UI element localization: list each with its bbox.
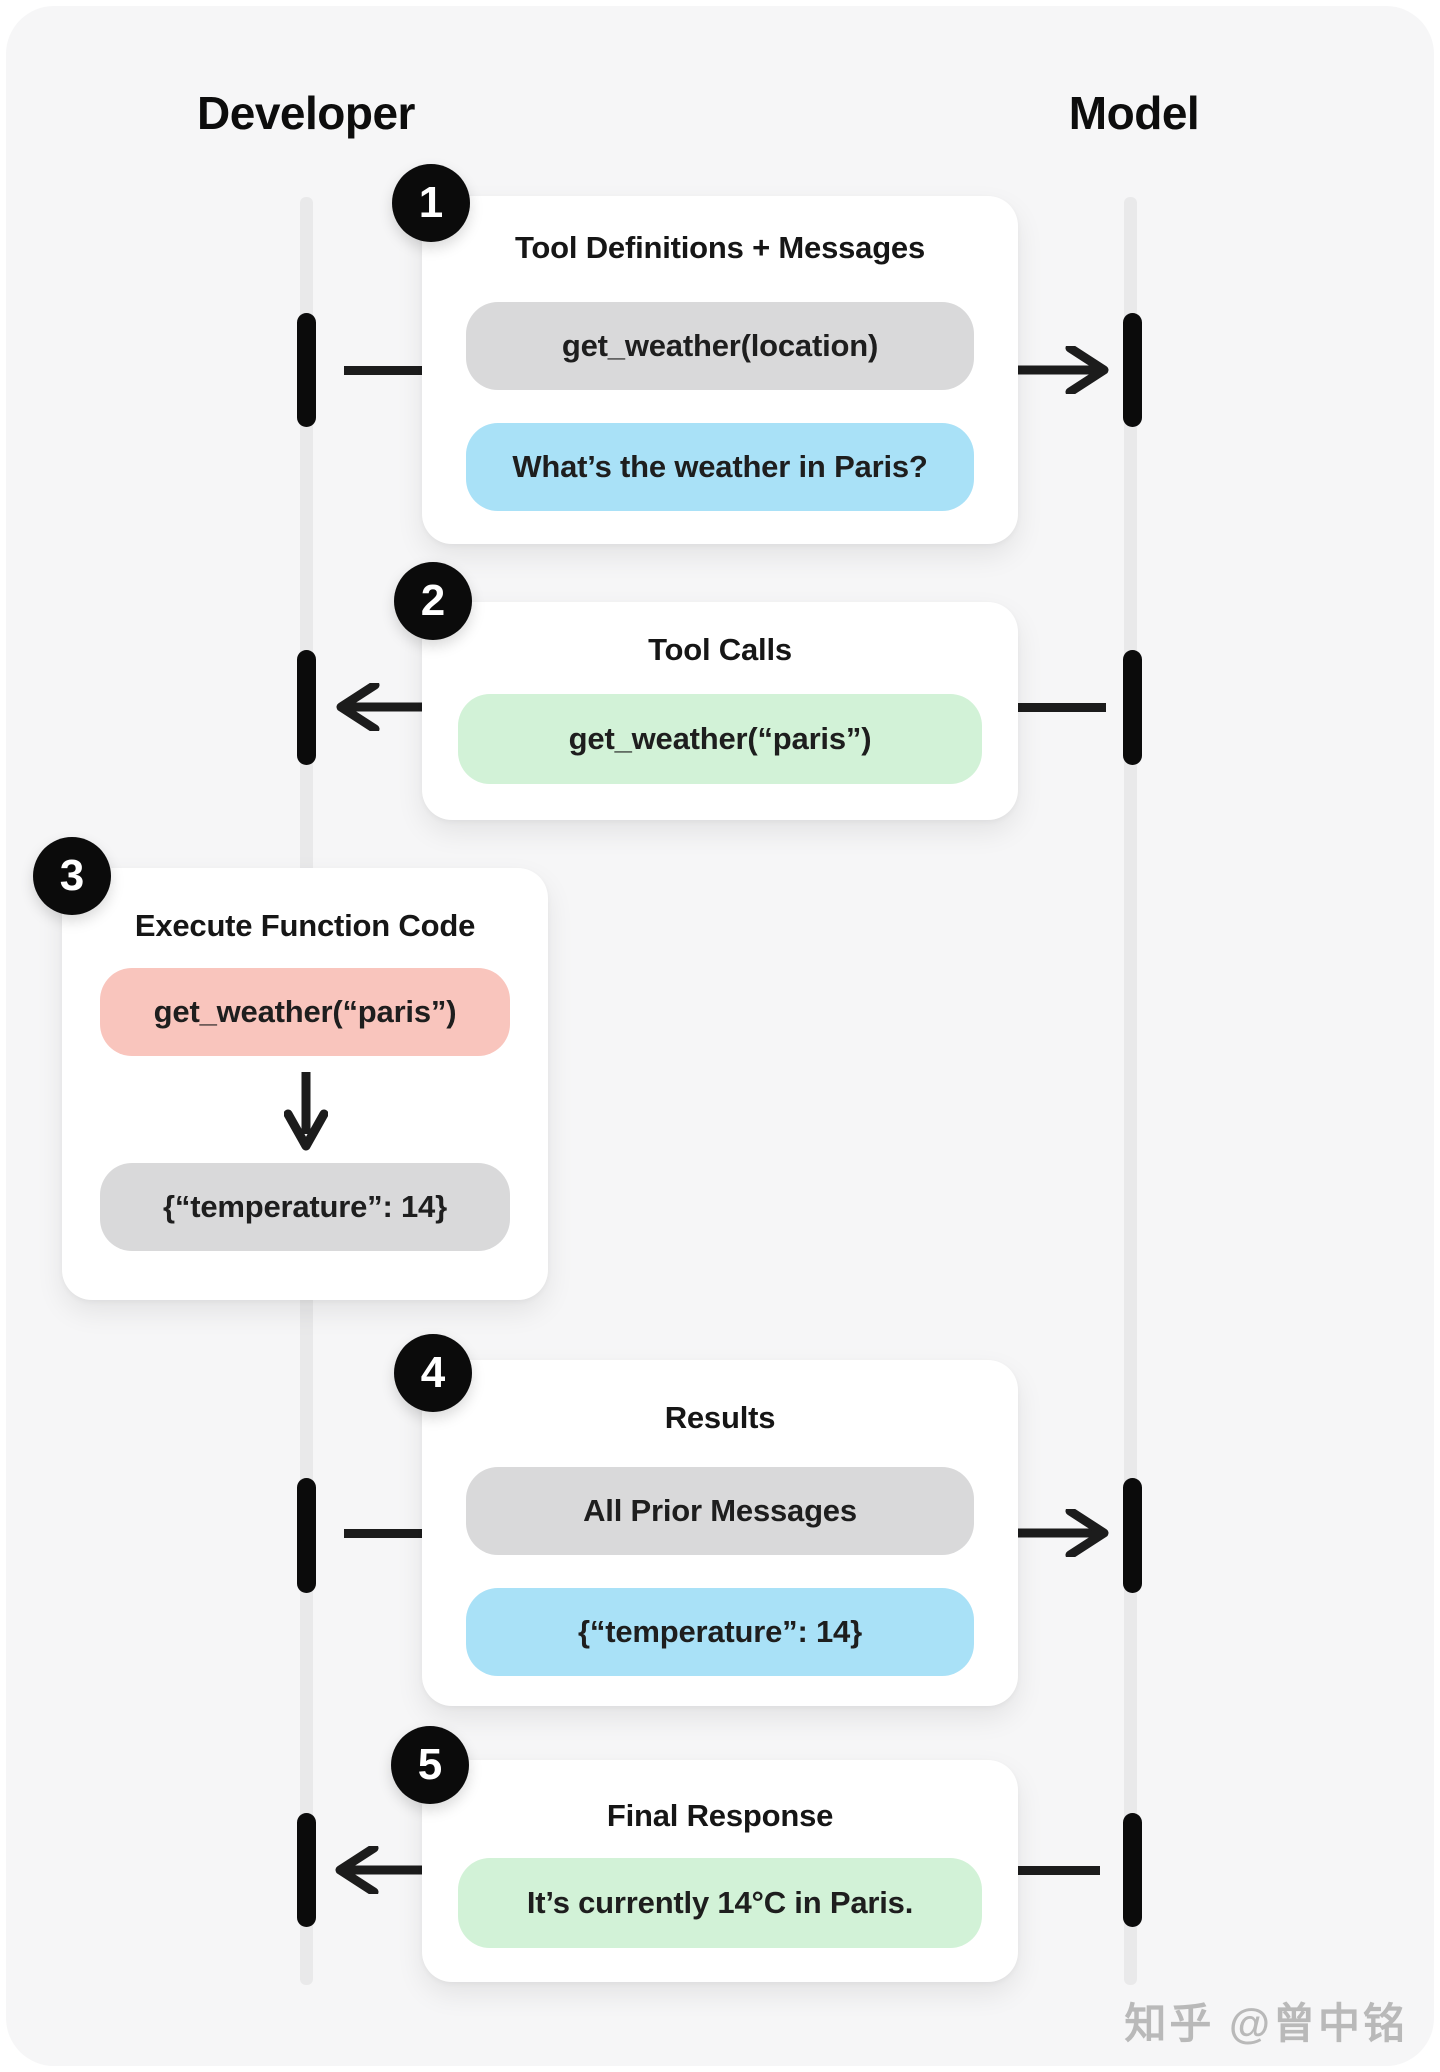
step5-arrow-line-right [1018, 1865, 1100, 1875]
step1-tool-definition-pill: get_weather(location) [466, 302, 974, 390]
step5-card: Final Response It’s currently 14°C in Pa… [422, 1760, 1018, 1982]
model-activation-step2 [1123, 650, 1142, 765]
step2-card: Tool Calls get_weather(“paris”) [422, 602, 1018, 820]
step5-arrow-left-icon [335, 1846, 427, 1894]
step4-arrow-right-icon [1018, 1509, 1109, 1557]
step2-arrow-line-right [1018, 702, 1106, 712]
zhihu-watermark: 知乎 @曾中铭 [1124, 2000, 1408, 2047]
developer-activation-step2 [297, 650, 316, 765]
model-activation-step5 [1123, 1813, 1142, 1927]
developer-activation-step5 [297, 1813, 316, 1927]
step2-arrow-left-icon [336, 683, 428, 731]
model-activation-step1 [1123, 313, 1142, 427]
step4-number-badge: 4 [394, 1334, 472, 1412]
step4-title: Results [664, 1400, 776, 1435]
step3-function-result-pill: {“temperature”: 14} [100, 1163, 510, 1251]
step5-number-badge: 5 [391, 1726, 469, 1804]
actor-model-label: Model [1068, 87, 1200, 139]
step2-tool-call-pill: get_weather(“paris”) [458, 694, 982, 784]
step3-down-arrow-icon [284, 1072, 328, 1151]
step4-prior-messages-pill: All Prior Messages [466, 1467, 974, 1555]
step4-result-pill: {“temperature”: 14} [466, 1588, 974, 1676]
step1-arrow-line-left [344, 365, 426, 375]
step3-function-call-pill: get_weather(“paris”) [100, 968, 510, 1056]
step3-title: Execute Function Code [134, 908, 476, 943]
model-activation-step4 [1123, 1478, 1142, 1593]
step4-arrow-line-left [344, 1528, 426, 1538]
developer-activation-step4 [297, 1478, 316, 1593]
step2-number-badge: 2 [394, 562, 472, 640]
step1-title: Tool Definitions + Messages [514, 230, 926, 265]
step1-user-message-pill: What’s the weather in Paris? [466, 423, 974, 511]
step1-number-badge: 1 [392, 164, 470, 242]
model-lifeline [1124, 197, 1137, 1985]
step5-title: Final Response [606, 1798, 834, 1833]
step5-final-answer-pill: It’s currently 14°C in Paris. [458, 1858, 982, 1948]
step1-card: Tool Definitions + Messages get_weather(… [422, 196, 1018, 544]
actor-developer-label: Developer [197, 87, 415, 139]
developer-activation-step1 [297, 313, 316, 427]
step1-arrow-right-icon [1018, 346, 1109, 394]
step4-card: Results All Prior Messages {“temperature… [422, 1360, 1018, 1706]
step2-title: Tool Calls [648, 632, 792, 667]
step3-number-badge: 3 [33, 837, 111, 915]
